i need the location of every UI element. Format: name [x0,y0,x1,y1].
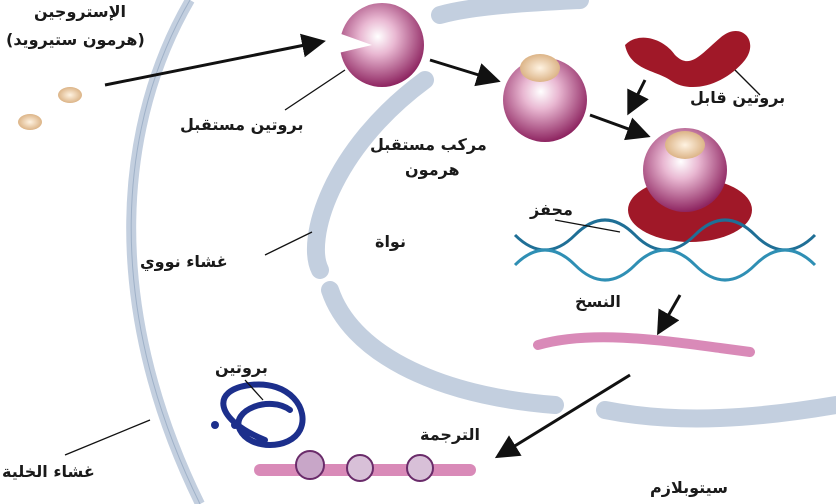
cell-membrane-label: غشاء الخلية [2,462,95,481]
hormone-molecule [18,114,42,130]
arrow-receptor-to-complex [430,60,495,80]
acceptor-protein-shape [625,31,750,87]
leader-cell-membrane [65,420,150,455]
estrogen-note-label: (هرمون ستيرويد) [6,30,145,49]
hormone-receptor-complex-label: مركب مستقبل [370,135,487,154]
leader-receptor [285,70,345,110]
arrow-transcription [660,295,680,330]
protein-chain [223,384,302,445]
amino-acid-bead [211,421,219,429]
ribosome [296,451,324,479]
dna-strand-b [515,250,815,280]
ribosome [347,455,373,481]
hormone-receptor-complex-label-2: هرمون [405,160,460,179]
leader-nuclear-membrane [265,232,312,255]
nuclear-membrane-label: غشاء نووي [140,252,228,271]
hormone-molecule [58,87,82,103]
complex-bound-to-acceptor-shape [628,128,752,242]
protein-label: بروتين [215,358,268,377]
ribosome [407,455,433,481]
receptor-protein-shape [330,3,424,87]
receptor-protein-label: بروتين مستقبل [180,115,303,134]
nuclear-membrane-bottom [330,290,555,405]
cytoplasm-label: سيتوبلازم [650,478,728,497]
arrow-acceptor-down [630,80,645,110]
nuclear-membrane-top [440,0,580,15]
estrogen-label: الإستروجين [34,2,126,21]
nucleus-label: نواة [375,232,406,251]
promoter-label: محفز [530,200,573,219]
amino-acid-bead [231,421,239,429]
translation-label: الترجمة [420,425,480,444]
nuclear-membrane-right [605,405,836,418]
hormone-receptor-complex-shape [503,54,587,142]
mrna-strand [538,337,750,352]
arrow-complex-to-acceptor [590,115,645,135]
acceptor-protein-label: بروتين قابل [690,88,785,107]
transcription-label: النسخ [575,292,621,311]
